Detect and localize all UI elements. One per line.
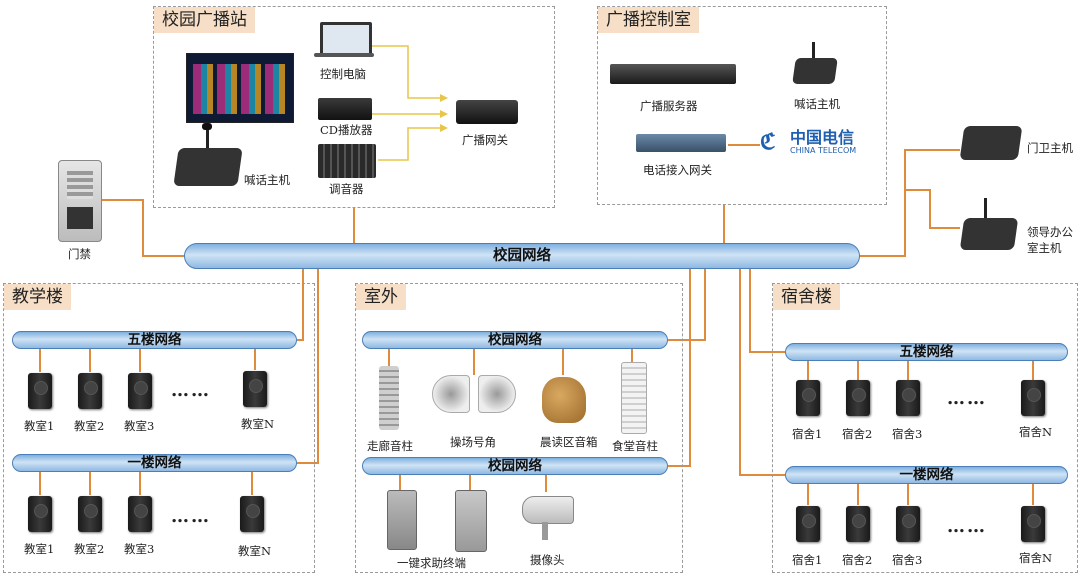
room-label: 教室2 [74,419,105,433]
horn-label: 操场号角 [450,435,496,449]
room-label: 教室1 [24,419,55,433]
phone-gateway-icon [636,134,726,152]
room-label: 教室3 [124,419,155,433]
group-title-teaching: 教学楼 [4,284,71,310]
station-host-label: 喊话主机 [244,173,290,187]
speaker-icon [243,371,267,407]
phone-gateway-label: 电话接入网关 [643,163,712,177]
room-label: 宿舍3 [892,553,923,567]
camera-icon [522,496,574,524]
dorm-1f-network: 一楼网络 [785,466,1068,484]
paging-host-icon [173,148,243,186]
horn-speaker-icon [432,375,516,415]
pc-label: 控制电脑 [320,67,366,81]
server-label: 广播服务器 [640,99,698,113]
broadcast-station-group: 校园广播站 [153,6,555,208]
guard-host-icon [959,126,1023,160]
room-label: 宿舍N [1019,551,1053,565]
room-label: 教室3 [124,542,155,556]
room-label: 教室1 [24,542,55,556]
cd-label: CD播放器 [320,123,373,137]
door-label: 门禁 [68,247,91,261]
outdoor-group: 室外 [355,283,683,573]
group-title-control: 广播控制室 [598,7,699,33]
speaker-icon [128,496,152,532]
outdoor-network-1: 校园网络 [362,331,668,349]
server-icon [610,64,736,84]
speaker-icon [796,506,820,542]
group-title-outdoor: 室外 [356,284,406,310]
broadcast-gateway-icon [456,100,518,124]
campus-network-bus: 校园网络 [184,243,860,269]
control-host-label: 喊话主机 [794,97,840,111]
speaker-icon [846,380,870,416]
room-label: 宿舍N [1019,425,1053,439]
teaching-1f-network: 一楼网络 [12,454,297,472]
china-telecom-logo: ℭ 中国电信 CHINA TELECOM [760,128,857,155]
speaker-icon [78,496,102,532]
access-control-icon [58,160,102,242]
room-label: 宿舍1 [792,553,823,567]
speaker-icon [78,373,102,409]
more-dots: …… [947,516,987,537]
more-dots: …… [171,506,211,527]
help-terminal-icon [387,490,417,550]
teaching-5f-network: 五楼网络 [12,331,297,349]
speaker-icon [896,506,920,542]
group-title-station: 校园广播站 [154,7,255,33]
mixer-label: 调音器 [329,182,364,196]
dormitory-group: 宿舍楼 [772,283,1078,573]
speaker-icon [28,373,52,409]
garden-label: 晨读区音箱 [540,435,598,449]
more-dots: …… [171,380,211,401]
room-label: 教室N [241,417,275,431]
group-title-dorm: 宿舍楼 [773,284,840,310]
control-room-group: 广播控制室 [597,6,887,205]
more-dots: …… [947,388,987,409]
room-label: 宿舍3 [892,427,923,441]
column-speaker-icon [621,362,647,434]
teaching-building-group: 教学楼 [3,283,315,573]
leader-host-icon [959,218,1019,250]
help-terminal-icon [455,490,487,552]
cd-player-icon [318,98,372,120]
broadcast-software-screen [186,53,294,123]
room-label: 宿舍1 [792,427,823,441]
column-speaker-icon [379,366,399,430]
control-host-icon [792,58,838,84]
speaker-icon [128,373,152,409]
speaker-icon [796,380,820,416]
guard-host-label: 门卫主机 [1027,141,1073,155]
speaker-icon [846,506,870,542]
leader-host-label-1: 领导办公 [1027,225,1073,239]
outdoor-network-2: 校园网络 [362,457,668,475]
speaker-icon [240,496,264,532]
computer-icon [320,22,372,56]
room-label: 教室2 [74,542,105,556]
mixer-icon [318,144,376,178]
speaker-icon [1021,506,1045,542]
rock-speaker-icon [542,377,586,423]
dorm-5f-network: 五楼网络 [785,343,1068,361]
room-label: 宿舍2 [842,553,873,567]
canteen-label: 食堂音柱 [612,439,658,453]
leader-host-label-2: 室主机 [1027,241,1062,255]
room-label: 教室N [238,544,272,558]
help-label: 一键求助终端 [397,556,466,570]
corridor-label: 走廊音柱 [367,439,413,453]
camera-label: 摄像头 [530,553,565,567]
gateway-label: 广播网关 [462,133,508,147]
speaker-icon [28,496,52,532]
speaker-icon [896,380,920,416]
room-label: 宿舍2 [842,427,873,441]
speaker-icon [1021,380,1045,416]
